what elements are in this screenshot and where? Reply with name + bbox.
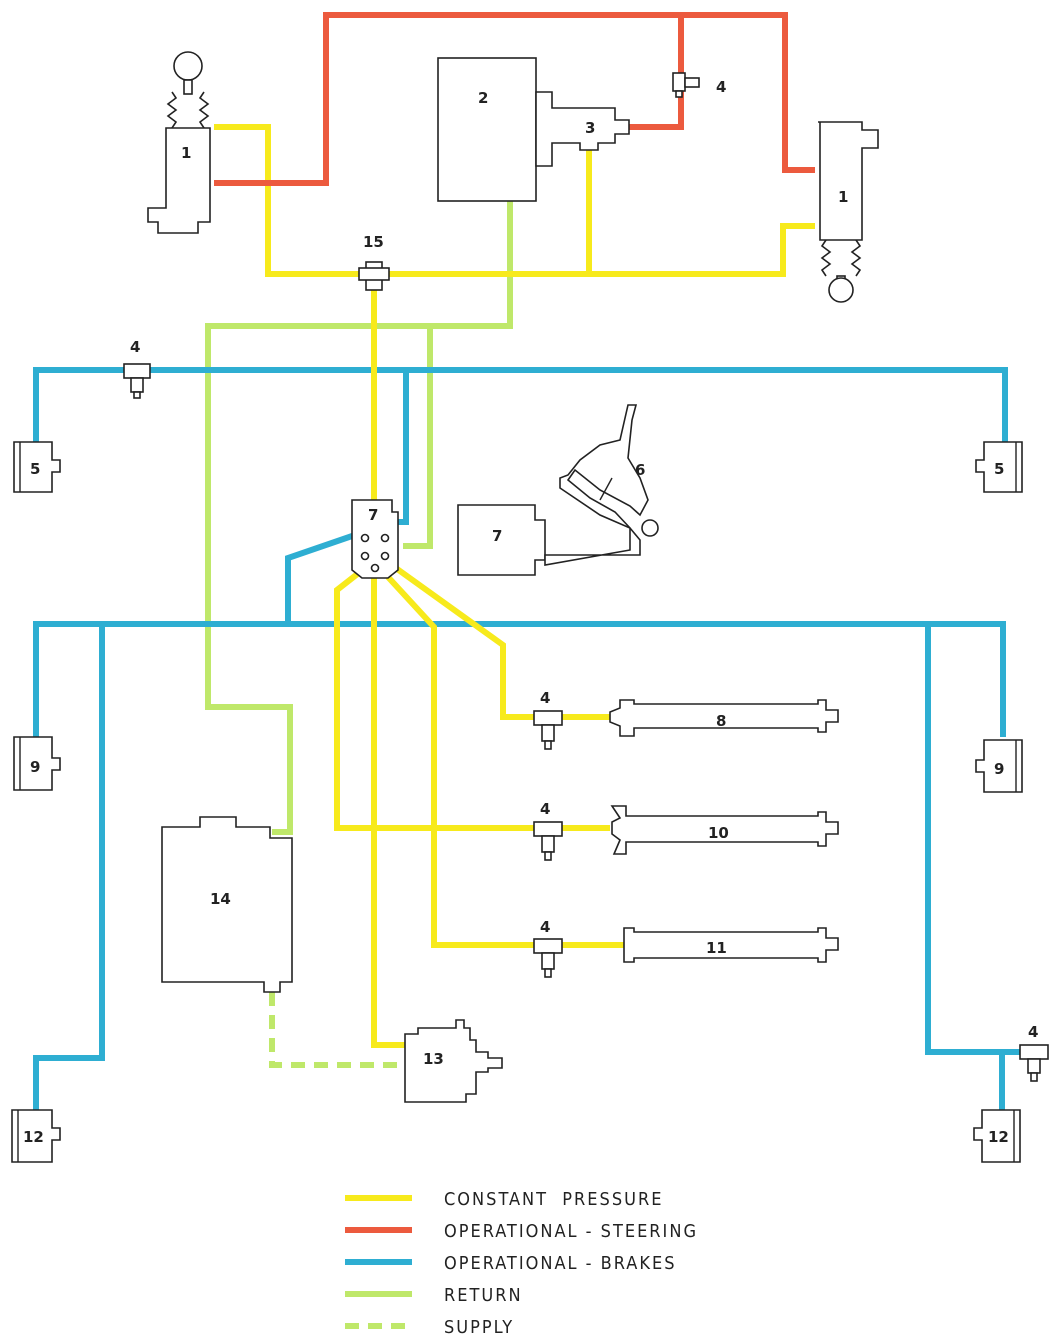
label-6: 6 bbox=[635, 461, 645, 479]
actuator-10: 10 bbox=[610, 805, 839, 855]
label-14: 14 bbox=[210, 890, 231, 908]
label-1-right: 1 bbox=[838, 188, 848, 206]
brake-line-rear bbox=[33, 621, 1006, 737]
legend-label: OPERATIONAL - STEERING bbox=[444, 1221, 698, 1242]
legend: CONSTANT PRESSURE OPERATIONAL - STEERING O… bbox=[345, 1189, 698, 1338]
pump-13: 13 bbox=[404, 1019, 503, 1103]
legend-item: OPERATIONAL - BRAKES bbox=[345, 1253, 677, 1274]
label-1-left: 1 bbox=[181, 144, 191, 162]
label-3: 3 bbox=[585, 119, 595, 137]
bleed-valve-8: 4 bbox=[533, 689, 563, 750]
bleed-valve-10: 4 bbox=[533, 800, 563, 861]
brake-line-rear-right bbox=[925, 624, 1005, 1110]
label-5-left: 5 bbox=[30, 460, 40, 478]
steering-cylinder-right: 1 bbox=[818, 121, 879, 303]
steering-lines bbox=[214, 12, 815, 186]
label-7-valve: 7 bbox=[368, 506, 378, 524]
brake-line-front bbox=[33, 367, 1008, 445]
actuator-8: 8 bbox=[609, 699, 839, 737]
label-9-right: 9 bbox=[994, 760, 1004, 778]
label-8: 8 bbox=[716, 712, 726, 730]
brake-line-rear-left bbox=[33, 624, 105, 1110]
reservoir: 14 bbox=[161, 816, 293, 993]
steering-line-right bbox=[681, 12, 815, 173]
label-4-left: 4 bbox=[130, 338, 140, 356]
brake-line-rear-feed bbox=[285, 532, 356, 624]
label-4-a: 4 bbox=[540, 689, 550, 707]
pressure-line-13 bbox=[371, 575, 405, 1048]
brake-valve-pedal-unit: 7 6 bbox=[457, 404, 659, 576]
label-7-unit: 7 bbox=[492, 527, 502, 545]
pressure-line-10 bbox=[334, 569, 610, 831]
front-brake-right: 5 bbox=[975, 441, 1023, 493]
bleed-valve-11: 4 bbox=[533, 918, 563, 978]
bleed-valve-top: 4 bbox=[672, 72, 726, 98]
pressure-line-main bbox=[214, 124, 815, 277]
label-5-right: 5 bbox=[994, 460, 1004, 478]
brake-12-right: 12 bbox=[973, 1109, 1021, 1163]
rear-brake-right: 9 bbox=[975, 739, 1023, 793]
pressure-line-8 bbox=[391, 563, 612, 720]
legend-item: OPERATIONAL - STEERING bbox=[345, 1221, 698, 1242]
brake-12-left: 12 bbox=[11, 1109, 61, 1163]
label-12-left: 12 bbox=[23, 1128, 44, 1146]
legend-label: RETURN bbox=[444, 1285, 523, 1306]
label-12-right: 12 bbox=[988, 1128, 1009, 1146]
pump-assembly: 2 3 bbox=[437, 57, 630, 202]
legend-item: RETURN bbox=[345, 1285, 523, 1306]
label-4-c: 4 bbox=[540, 918, 550, 936]
label-15: 15 bbox=[363, 233, 384, 251]
rear-brake-left: 9 bbox=[13, 736, 61, 791]
brake-valve: 7 bbox=[351, 499, 399, 579]
legend-label: OPERATIONAL - BRAKES bbox=[444, 1253, 677, 1274]
supply-line bbox=[269, 992, 405, 1068]
legend-label: CONSTANT PRESSURE bbox=[444, 1189, 663, 1210]
label-13: 13 bbox=[423, 1050, 444, 1068]
constant-pressure-lines bbox=[214, 124, 815, 1048]
return-line-reservoir bbox=[205, 323, 430, 835]
label-11: 11 bbox=[706, 939, 727, 957]
bleed-valve-front-left: 4 bbox=[123, 338, 151, 399]
label-10: 10 bbox=[708, 824, 729, 842]
label-4-top: 4 bbox=[716, 78, 726, 96]
label-2: 2 bbox=[478, 89, 488, 107]
pressure-line-11 bbox=[385, 574, 625, 948]
legend-label: SUPPLY bbox=[444, 1317, 514, 1338]
label-4-right: 4 bbox=[1028, 1023, 1038, 1041]
steering-line-loop bbox=[214, 12, 684, 186]
bleed-valve-right: 4 bbox=[1019, 1023, 1049, 1082]
actuator-11: 11 bbox=[623, 927, 839, 963]
label-4-b: 4 bbox=[540, 800, 550, 818]
brake-line-front-feed bbox=[395, 370, 409, 525]
tee-fitting-15: 15 bbox=[358, 233, 390, 291]
front-brake-left: 5 bbox=[13, 441, 61, 493]
legend-item: CONSTANT PRESSURE bbox=[345, 1189, 663, 1210]
steering-cylinder-left: 1 bbox=[147, 51, 211, 234]
legend-item: SUPPLY bbox=[345, 1317, 514, 1338]
brake-lines bbox=[33, 367, 1022, 1110]
label-9-left: 9 bbox=[30, 758, 40, 776]
